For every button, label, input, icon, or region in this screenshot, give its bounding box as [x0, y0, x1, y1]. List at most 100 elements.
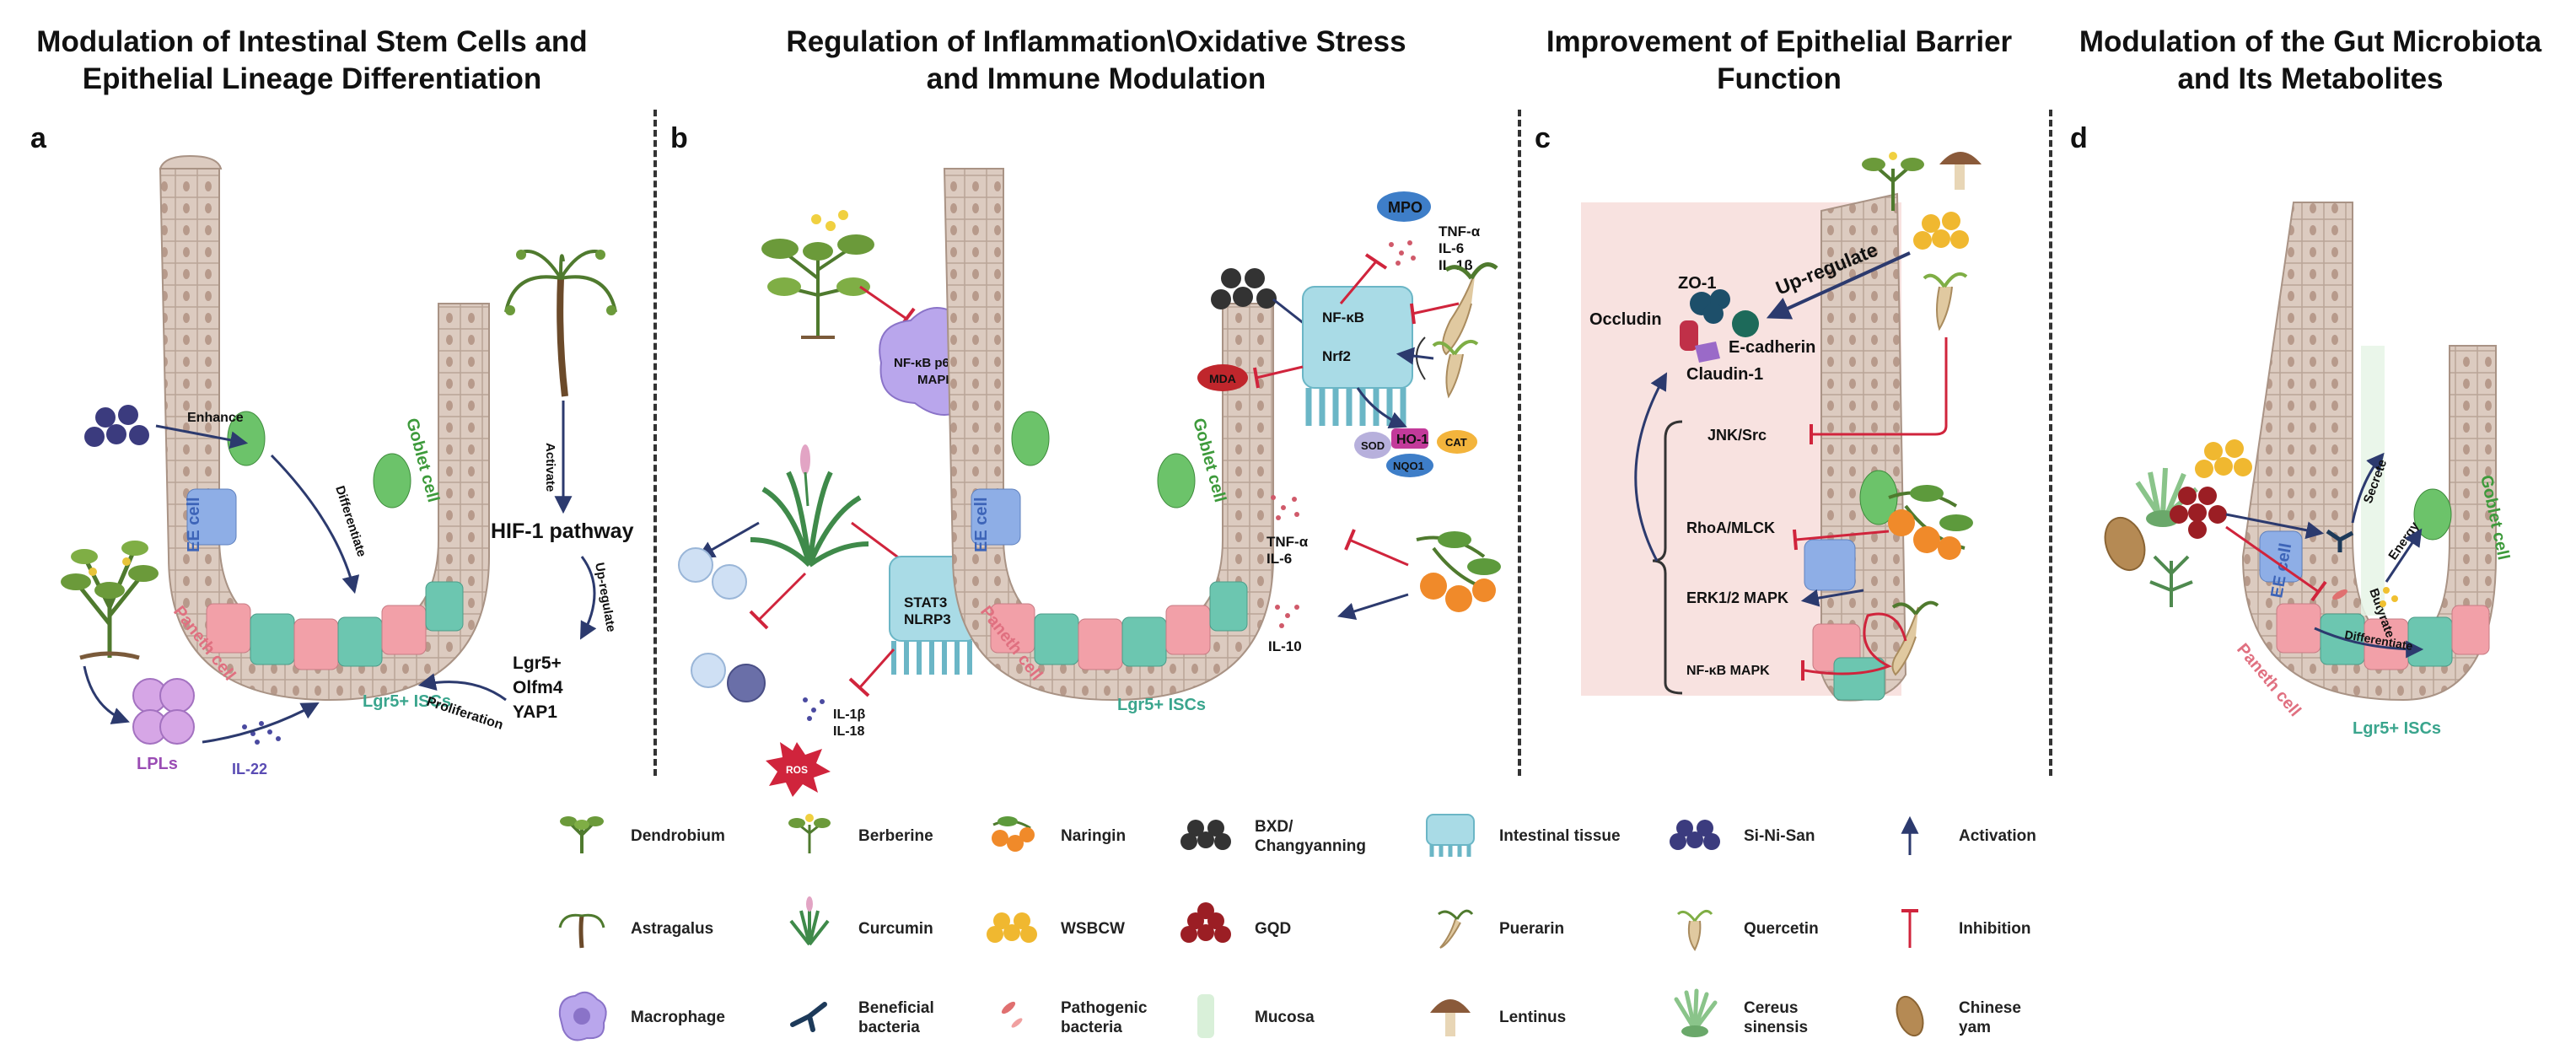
mpo-badge — [1377, 191, 1431, 222]
herbs-inhibit-pathogen-bar — [2310, 580, 2327, 602]
dendrobium-icon — [560, 816, 604, 853]
legend-label: Intestinal tissue — [1499, 827, 1621, 845]
lpls-label: LPLs — [137, 755, 178, 773]
il6-label-b2: IL-6 — [1266, 551, 1292, 567]
beneficial-bacteria-d — [2326, 529, 2354, 552]
erk-activate-arrow — [1800, 589, 1864, 607]
ee-cell-label-b: EE cell — [972, 497, 991, 552]
legend-label: Berberine — [858, 827, 933, 845]
cat-badge — [1437, 430, 1477, 454]
divider-cd — [2049, 110, 2052, 776]
tight-junction-proteins — [1680, 289, 1759, 363]
stat3-label: STAT3 — [904, 595, 947, 611]
ho1-label: HO-1 — [1396, 433, 1428, 447]
panel-d-title-line2: and Its Metabolites — [2177, 62, 2444, 95]
legend-item-activation: Activation — [1901, 815, 2036, 855]
legend-label: Quercetin — [1744, 920, 1819, 938]
si-ni-san-cluster — [84, 405, 149, 447]
legend-label: GQD — [1255, 920, 1291, 938]
dendrobium-to-lpl-arrow — [83, 665, 130, 724]
legend-label: Beneficial — [858, 999, 934, 1017]
nlrp3-label: NLRP3 — [904, 611, 951, 627]
berberine-inhibit-line — [859, 285, 907, 320]
enhance-label: Enhance — [187, 411, 244, 425]
il6-label-b: IL-6 — [1439, 240, 1464, 256]
legend-item-si-ni-san: Si-Ni-San — [1670, 820, 1815, 850]
panel-b-title-line1: Regulation of Inflammation\Oxidative Str… — [786, 25, 1406, 58]
legend-label: bacteria — [858, 1019, 920, 1036]
dendrobium-plant — [61, 541, 159, 660]
mda-badge — [1197, 364, 1248, 391]
lgr5-label-a: Lgr5+ ISCs — [363, 692, 451, 711]
legend-item-intestinal-tissue: Intestinal tissue — [1426, 814, 1621, 857]
intestinal-tissue-icon — [1426, 814, 1475, 857]
legend-item-berberine: Berberine — [788, 814, 933, 853]
pathway-bracket-c — [1652, 420, 1683, 695]
il10-label: IL-10 — [1268, 638, 1302, 654]
nfkb-inhibit-cytokines — [1339, 261, 1378, 304]
il22-label: IL-22 — [232, 761, 267, 778]
wsbcw-d — [2195, 439, 2252, 478]
panel-b-title: Regulation of Inflammation\Oxidative Str… — [717, 24, 1476, 98]
legend-label: Lentinus — [1499, 1009, 1566, 1026]
proliferation-label: Proliferation — [425, 695, 505, 733]
panel-c-title-line2: Function — [1717, 62, 1842, 95]
lgr5-label-b: Lgr5+ ISCs — [1117, 696, 1206, 714]
puerarin-d — [2149, 555, 2193, 607]
legend-label: Activation — [1959, 827, 2036, 845]
gene-lgr5: Lgr5+ — [513, 654, 562, 673]
energy-arrow — [2385, 528, 2423, 583]
proliferation-arrow — [417, 673, 507, 702]
butyrate-dots — [2380, 587, 2398, 607]
si-ni-san-icon — [1670, 820, 1720, 850]
nfkb-p65-label: NF-κB p65 — [894, 356, 956, 370]
tnf-label-b2: TNF-α — [1266, 534, 1309, 550]
mapk-label-b: MAPK — [917, 373, 955, 387]
stem-cell-shape — [250, 613, 295, 665]
berberine-c — [1862, 152, 1924, 211]
curcumin-icon — [789, 896, 830, 946]
legend-label: BXD/ — [1255, 818, 1293, 836]
stem-cell-shape — [337, 616, 383, 667]
enhance-arrow — [155, 424, 249, 449]
quercetin-inhibit-jnk — [1813, 337, 1948, 436]
quercetin-b — [1432, 340, 1479, 399]
sod-badge — [1354, 432, 1391, 459]
goblet-cell-shape — [373, 453, 411, 508]
legend-item-mucosa: Mucosa — [1197, 994, 1315, 1038]
curcumin-inhibit-immune — [757, 572, 807, 621]
stat3-inhibit-line — [858, 648, 895, 688]
legend-label: Si-Ni-San — [1744, 827, 1815, 845]
berberine-icon — [788, 814, 831, 853]
panel-c-epithelium — [1804, 192, 1907, 702]
cytokine-dots-b — [1389, 240, 1416, 266]
legend-label: Astragalus — [631, 920, 713, 938]
legend-item-macrophage: Macrophage — [558, 991, 725, 1041]
legend-item-naringin: Naringin — [992, 816, 1126, 852]
differentiate-arrow-d — [2314, 627, 2424, 659]
panel-d-title-line1: Modulation of the Gut Microbiota — [2079, 25, 2542, 58]
gene-yap1: YAP1 — [513, 702, 557, 722]
mucosa-icon — [1197, 994, 1214, 1038]
puerarin-inhibit-nfkb — [1412, 302, 1460, 315]
legend-item-dendrobium: Dendrobium — [560, 816, 725, 853]
tnf-label-b: TNF-α — [1439, 223, 1481, 239]
nrf2-label: Nrf2 — [1322, 348, 1351, 364]
berberine-plant — [761, 210, 874, 339]
il10-dots — [1275, 605, 1299, 628]
cereus-sinensis-icon — [1674, 988, 1718, 1037]
legend-item-beneficial-bacteria: Beneficial bacteria — [790, 999, 934, 1036]
legend-item-puerarin: Puerarin — [1438, 909, 1564, 949]
naringin-icon — [992, 816, 1035, 852]
cereus-sinensis-d — [2135, 467, 2198, 527]
ho1-badge — [1391, 428, 1428, 449]
upregulate-arrow-a — [579, 556, 597, 640]
legend-label: Dendrobium — [631, 827, 725, 845]
macrophage-icon — [558, 991, 607, 1041]
panel-c-title-line1: Improvement of Epithelial Barrier — [1546, 25, 2013, 58]
lgr5-label-d: Lgr5+ ISCs — [2353, 719, 2441, 738]
ros-label: ROS — [786, 764, 808, 776]
